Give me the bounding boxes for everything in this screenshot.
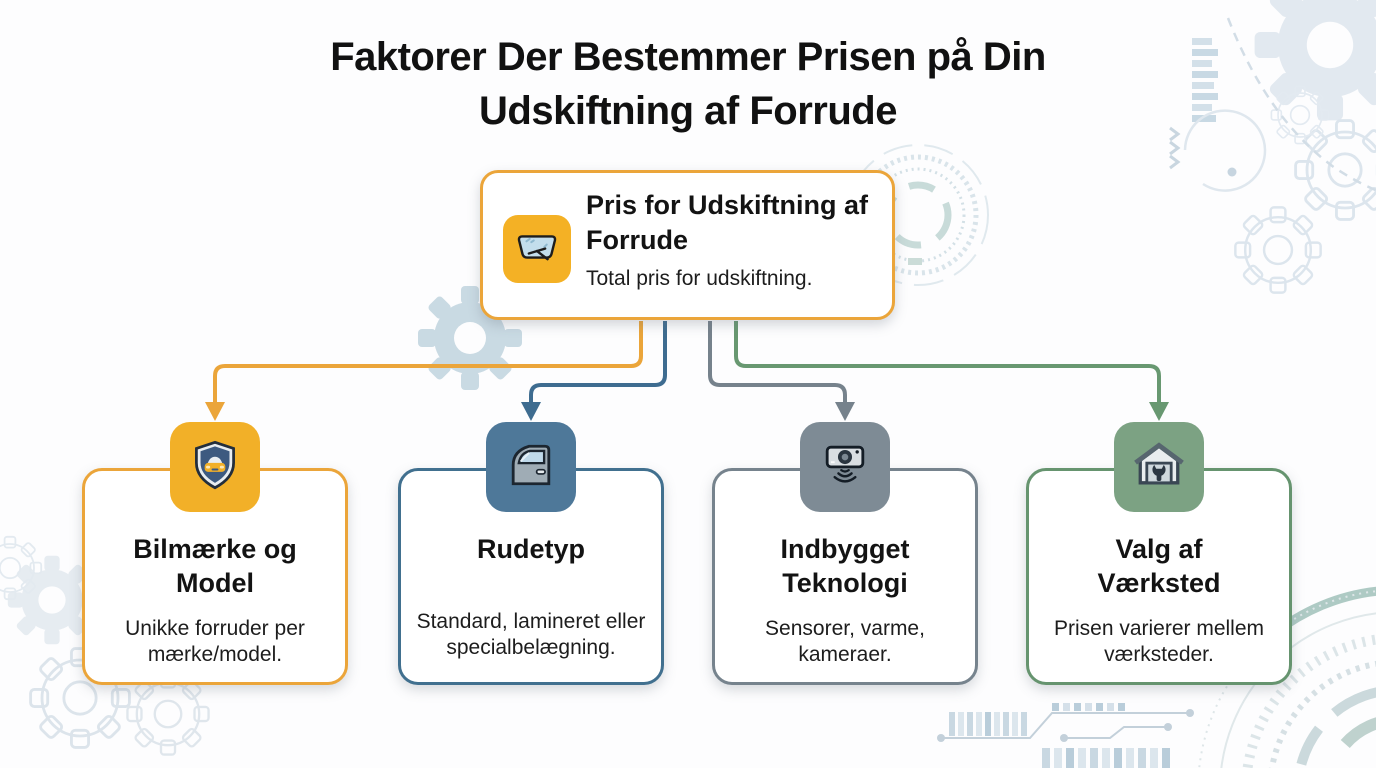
arrowhead-teknologi bbox=[835, 402, 855, 421]
circuit-decoration-bottom bbox=[937, 703, 1194, 768]
circuit-arc-decoration bbox=[1169, 17, 1376, 192]
windshield-icon bbox=[511, 221, 563, 278]
factor-icon-box-bilmaerke bbox=[170, 422, 260, 512]
root-subtitle: Total pris for udskiftning. bbox=[586, 267, 813, 291]
gear-decoration-top-right bbox=[1234, 0, 1376, 294]
connector-rudetyp bbox=[529, 321, 667, 403]
page-title: Faktorer Der Bestemmer Prisen på Din Uds… bbox=[330, 35, 1046, 133]
connector-vaerksted bbox=[734, 321, 1161, 403]
factor-card-bilmaerke: Bilmærke og Model Unikke forruder per mæ… bbox=[82, 468, 348, 685]
factor-icon-box-teknologi bbox=[800, 422, 890, 512]
factor-title: Valg af Værksted bbox=[1097, 534, 1221, 598]
factor-subtitle: Prisen varierer mellem værksteder. bbox=[1053, 616, 1265, 666]
root-icon-box bbox=[503, 215, 571, 283]
factor-icon-box-vaerksted bbox=[1114, 422, 1204, 512]
root-text-block: Pris for Udskiftning af Forrude Total pr… bbox=[586, 188, 884, 291]
factor-title: Rudetyp bbox=[477, 534, 585, 564]
factor-subtitle: Sensorer, varme, kameraer. bbox=[765, 616, 925, 666]
factor-icon-box-rudetyp bbox=[486, 422, 576, 512]
arrowhead-bilmaerke bbox=[205, 402, 225, 421]
car-door-icon bbox=[501, 435, 561, 500]
factor-subtitle: Standard, lamineret eller specialbelægni… bbox=[416, 609, 646, 659]
camera-sensor-icon bbox=[815, 435, 875, 500]
connector-bilmaerke bbox=[213, 321, 643, 403]
garage-wrench-icon bbox=[1129, 435, 1189, 500]
factor-title: Bilmærke og Model bbox=[133, 534, 297, 598]
car-shield-icon bbox=[184, 434, 246, 501]
factor-title: Indbygget Teknologi bbox=[780, 534, 910, 598]
root-node-card: Pris for Udskiftning af Forrude Total pr… bbox=[480, 170, 895, 320]
barcode-decoration bbox=[1192, 38, 1218, 122]
arrowhead-vaerksted bbox=[1149, 402, 1169, 421]
connector-teknologi bbox=[708, 321, 847, 403]
arrowhead-rudetyp bbox=[521, 402, 541, 421]
factor-subtitle: Unikke forruder per mærke/model. bbox=[125, 616, 305, 666]
root-title: Pris for Udskiftning af Forrude bbox=[586, 190, 869, 255]
